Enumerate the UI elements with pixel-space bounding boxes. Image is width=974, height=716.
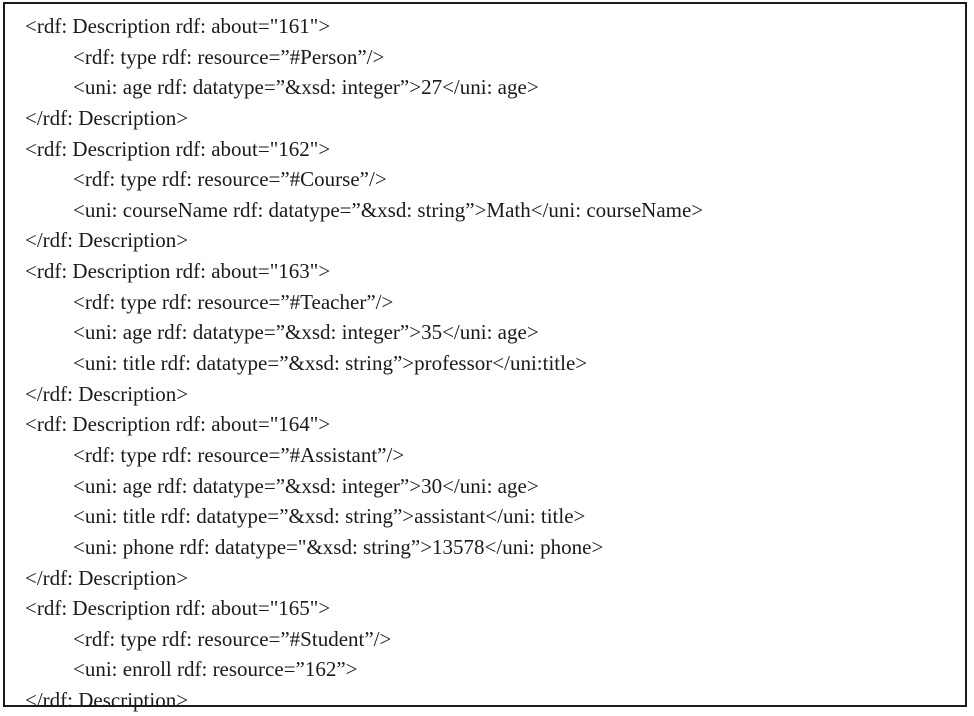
code-line: <rdf: Description rdf: about="165"> xyxy=(25,596,331,621)
code-line: <rdf: type rdf: resource=”#Assistant”/> xyxy=(73,442,405,467)
code-line: <uni: courseName rdf: datatype=”&xsd: st… xyxy=(73,197,704,222)
code-line: <rdf: type rdf: resource=”#Teacher”/> xyxy=(73,289,394,314)
code-line: </rdf: Description> xyxy=(25,688,189,713)
code-line: </rdf: Description> xyxy=(25,381,189,406)
code-line: <rdf: type rdf: resource=”#Person”/> xyxy=(73,44,385,69)
code-line: <rdf: Description rdf: about="164"> xyxy=(25,412,331,437)
code-line: </rdf: Description> xyxy=(25,565,189,590)
code-line: <uni: age rdf: datatype=”&xsd: integer”>… xyxy=(73,473,539,498)
code-line: </rdf: Description> xyxy=(25,228,189,253)
code-line: <uni: age rdf: datatype=”&xsd: integer”>… xyxy=(73,75,539,100)
rdf-code-listing: <rdf: Description rdf: about="161"> <rdf:… xyxy=(25,11,703,716)
code-line: <rdf: Description rdf: about="163"> xyxy=(25,259,331,284)
code-line: <uni: age rdf: datatype=”&xsd: integer”>… xyxy=(73,320,539,345)
code-line: <uni: phone rdf: datatype="&xsd: string”… xyxy=(73,534,604,559)
code-line: <uni: title rdf: datatype=”&xsd: string”… xyxy=(73,351,588,376)
code-line: <rdf: Description rdf: about="161"> xyxy=(25,14,331,38)
code-line: <rdf: Description rdf: about="162"> xyxy=(25,136,331,161)
code-line: <rdf: type rdf: resource=”#Student”/> xyxy=(73,626,392,651)
code-line: <uni: title rdf: datatype=”&xsd: string”… xyxy=(73,504,586,529)
rdf-listing-box: <rdf: Description rdf: about="161"> <rdf:… xyxy=(3,2,967,712)
code-line: <rdf: type rdf: resource=”#Course”/> xyxy=(73,167,387,192)
code-line: </rdf: Description> xyxy=(25,105,189,130)
code-line: <uni: enroll rdf: resource=”162”> xyxy=(73,657,358,682)
